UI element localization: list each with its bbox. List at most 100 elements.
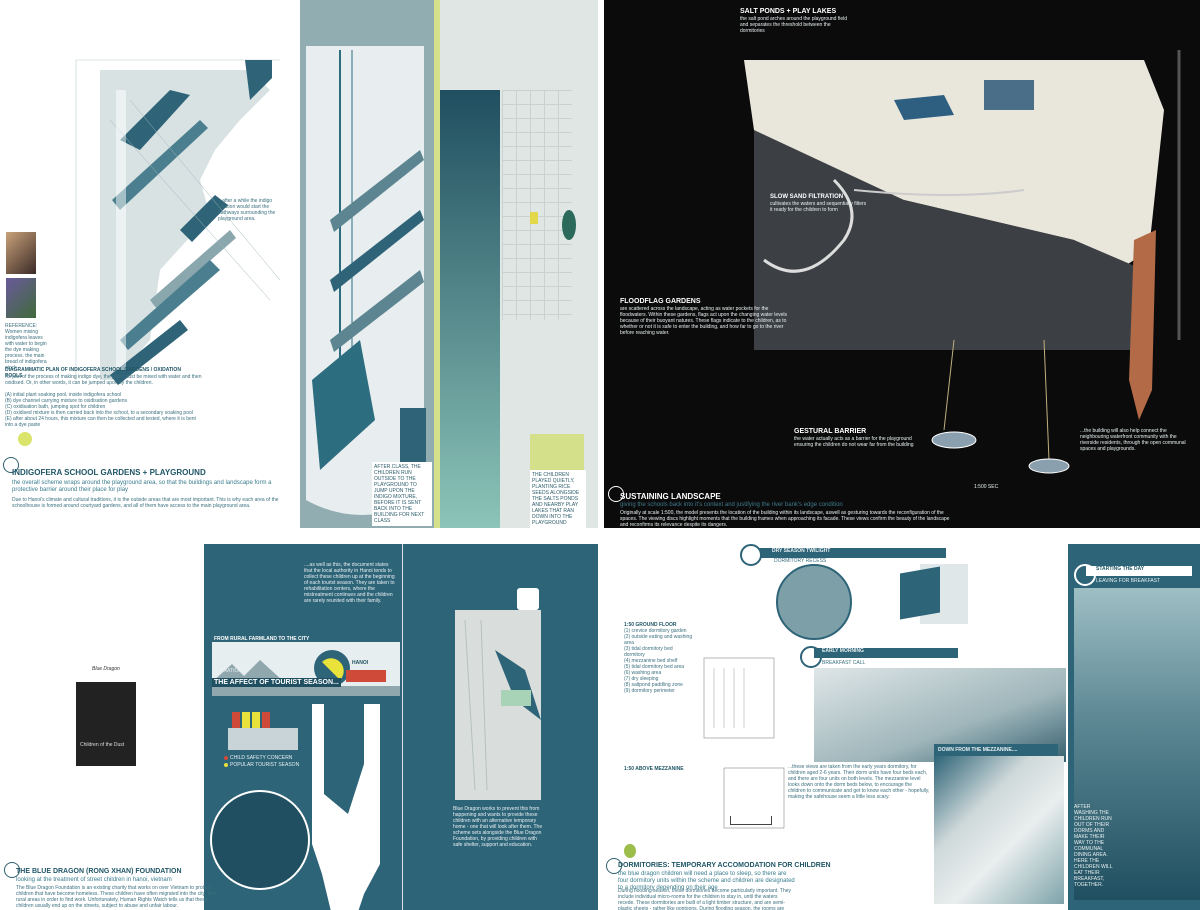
season-base (228, 728, 298, 750)
list-item: (A) initial plant soaking pool, inside i… (5, 392, 122, 398)
legend-safety: CHILD SAFETY CONCERN (230, 755, 293, 761)
diagram-title: DIAGRAMMATIC PLAN OF INDIGOFERA SCHOOL G… (5, 367, 181, 379)
label-leaving-breakfast: LEAVING FOR BREAKFAST (1096, 578, 1161, 584)
list-item: (3) tidal dormitory bed dormitory (624, 646, 673, 658)
dragon-board: Blue Dragon works to prevent this from h… (402, 544, 598, 910)
diagram-list: (A) initial plant soaking pool, inside i… (5, 392, 205, 428)
label-salt-ponds: SALT PONDS + PLAY LAKES (740, 8, 837, 15)
clock-icon (740, 544, 762, 566)
courtyard-render: AFTER CLASS, THE CHILDREN RUN OUTSIDE TO… (300, 0, 434, 528)
panel1-body: Due to Hanoi's climate and cultural trad… (12, 497, 279, 509)
site-photo (455, 610, 541, 800)
caption-after-class: AFTER CLASS, THE CHILDREN RUN OUTSIDE TO… (372, 462, 432, 526)
panel-dormitories: DRY SEASON TWILIGHT DORMITORY RECESS 1:5… (604, 540, 1200, 910)
compass-icon (517, 588, 539, 610)
text-building-connect: ...the building will also help connect t… (1080, 428, 1186, 452)
banner-starting-day: STARTING THE DAY (1086, 566, 1192, 576)
stairs-render (1074, 588, 1200, 900)
panel2-title: SUSTAINING LANDSCAPE (620, 492, 721, 501)
section-number-icon (3, 457, 19, 473)
panel-sustaining-landscape: SALT PONDS + PLAY LAKES the salt pond ar… (604, 0, 1200, 528)
label-starting-day: STARTING THE DAY (1096, 566, 1145, 572)
list-item: (9) dormitory perimeter (624, 688, 675, 694)
list-item: (7) dry sleeping (624, 676, 659, 682)
text-floodflag: are scattered across the landscape, acti… (620, 306, 788, 336)
tourist-season-board: ....as well as this, the document states… (204, 544, 402, 910)
list-item: (C) oxidisation bath, jumping spot for c… (5, 404, 106, 410)
reference-photo-woman (6, 232, 36, 274)
paving-grid (502, 90, 572, 320)
season-bar (252, 712, 260, 728)
lantern-icon (624, 844, 636, 858)
reference-caption: REFERENCE: Women mixing indigofera leave… (5, 323, 47, 371)
list-item: (5) tidal dormitory bed area (624, 664, 685, 670)
tourist-season-title: THE AFFECT OF TOURIST SEASON... (212, 678, 341, 687)
hanoi-label: HANOI (352, 660, 369, 666)
season-bar (262, 712, 270, 728)
section-drawing (730, 816, 772, 825)
label-gestural-barrier: GESTURAL BARRIER (794, 428, 867, 435)
season-bar (242, 712, 250, 728)
diagrammatic-plan (75, 59, 281, 385)
lime-dot-icon (18, 432, 32, 446)
list-item: (2) outside eating and washing area (624, 634, 693, 646)
reference-photo-plant (6, 278, 36, 318)
list-item: (D) oxidised mixture is then carried bac… (5, 410, 193, 416)
list-item: (B) dye channel carrying mixture to oxid… (5, 398, 128, 404)
label-floodflag: FLOODFLAG GARDENS (620, 298, 701, 305)
section-number-icon (608, 486, 624, 502)
plan-annotation: ...after a while the indigo solution wou… (218, 198, 276, 222)
migration-illustration: HANOI (212, 642, 400, 696)
banner-early-morning: EARLY MORNING (814, 648, 958, 658)
book-cover: Children of the Dust (76, 682, 136, 766)
panel2-body: Originally at scale 1:500, the model pre… (620, 510, 950, 528)
banner-down-mezzanine: DOWN FROM THE MEZZANINE.... (934, 744, 1058, 756)
label-down-mezzanine: DOWN FROM THE MEZZANINE.... (938, 747, 1018, 753)
garden-render: THE CHILDREN PLAYED QUIETLY, PLANTING RI… (434, 0, 598, 528)
season-bar (232, 712, 240, 728)
season-chart (228, 712, 298, 752)
label-dry-season: DRY SEASON TWILIGHT (772, 548, 831, 554)
scale-label: 1:500 SEC (974, 484, 999, 490)
street-scene-circle (210, 790, 310, 890)
text-salt-ponds: the salt pond arches around the playgrou… (740, 16, 848, 34)
migration-landscape (212, 650, 400, 696)
dorm-circle-view (776, 564, 852, 640)
right-caption: AFTER WASHING THE CHILDREN RUN OUT OF TH… (1074, 804, 1113, 888)
label-early-morning: EARLY MORNING (822, 648, 864, 654)
legend-dot-safety (224, 756, 228, 760)
text-gestural-barrier: the water actually acts as a barrier for… (794, 436, 914, 448)
landscape-model (604, 0, 1200, 528)
lime-strip (434, 0, 440, 528)
dorm-axonometric-dark (900, 566, 940, 620)
floor-plan-drawing (703, 657, 785, 829)
building-silhouette (312, 704, 380, 910)
label-breakfast-call: BREAKFAST CALL (822, 660, 866, 666)
center-text: ...these views are taken from the early … (788, 764, 930, 800)
book-title: Children of the Dust (80, 742, 125, 748)
list-item: (E) after about 24 hours, this mixture c… (5, 416, 196, 428)
panel2-subtitle: giving the schools back into it's contex… (620, 502, 843, 508)
child-figure-icon (530, 212, 538, 224)
section-number-icon (606, 858, 622, 874)
banner-dry-season: DRY SEASON TWILIGHT (754, 548, 946, 558)
list-item: (4) mezzanine bed shelf (624, 658, 678, 664)
section-number-icon (4, 862, 20, 878)
panel3-subtitle: looking at the treatment of street child… (16, 877, 172, 883)
mezzanine-render (934, 756, 1064, 904)
plan-title: 1:50 GROUND FLOOR (624, 622, 677, 628)
legend-tourist: POPULAR TOURIST SEASON (230, 762, 300, 768)
diagram-text: As part of the process of making indigo … (5, 374, 202, 386)
panel3-title: THE BLUE DRAGON (RONG XHAN) FOUNDATION (16, 868, 182, 875)
panel4-subtitle: the blue dragon children will need a pla… (618, 871, 795, 891)
plan-list: (1) crevice dormitory garden (2) outside… (624, 628, 694, 694)
plan-drawing: ...after a while the indigo solution wou… (0, 0, 300, 528)
courtyard-illustration (306, 46, 426, 515)
starting-day-board: STARTING THE DAY LEAVING FOR BREAKFAST A… (1068, 544, 1200, 910)
label-slow-sand: SLOW SAND FILTRATION (770, 194, 844, 200)
panel-indigofera: ...after a while the indigo solution wou… (0, 0, 598, 528)
panel3-body: The Blue Dragon Foundation is an existin… (16, 885, 218, 909)
panel1-subtitle: the overall scheme wraps around the play… (12, 480, 272, 493)
panel1-title: INDIGOFERA SCHOOL GARDENS + PLAYGROUND (12, 468, 206, 477)
caption-children-played: THE CHILDREN PLAYED QUIETLY, PLANTING RI… (530, 470, 586, 528)
